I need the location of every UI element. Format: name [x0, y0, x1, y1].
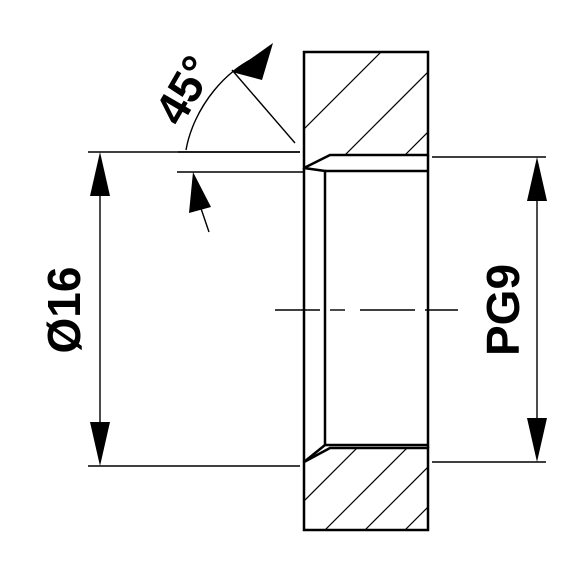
- diameter-label: Ø16: [38, 267, 90, 354]
- bore-outline: [302, 155, 430, 463]
- thread-dimension: [432, 156, 547, 463]
- diameter-dimension: [88, 151, 300, 467]
- arrow-down-icon: [527, 418, 547, 462]
- arrow-up-icon: [90, 152, 110, 196]
- arrow-up-icon: [527, 157, 547, 201]
- angle-dimension: [177, 43, 303, 233]
- arrow-icon: [232, 43, 273, 80]
- arrow-down-icon: [90, 422, 110, 466]
- arrow-icon: [189, 172, 211, 213]
- angle-label: 45°: [144, 47, 224, 133]
- thread-label: PG9: [477, 264, 529, 356]
- wall-section-bottom: [302, 446, 430, 532]
- wall-section-top: [302, 50, 430, 171]
